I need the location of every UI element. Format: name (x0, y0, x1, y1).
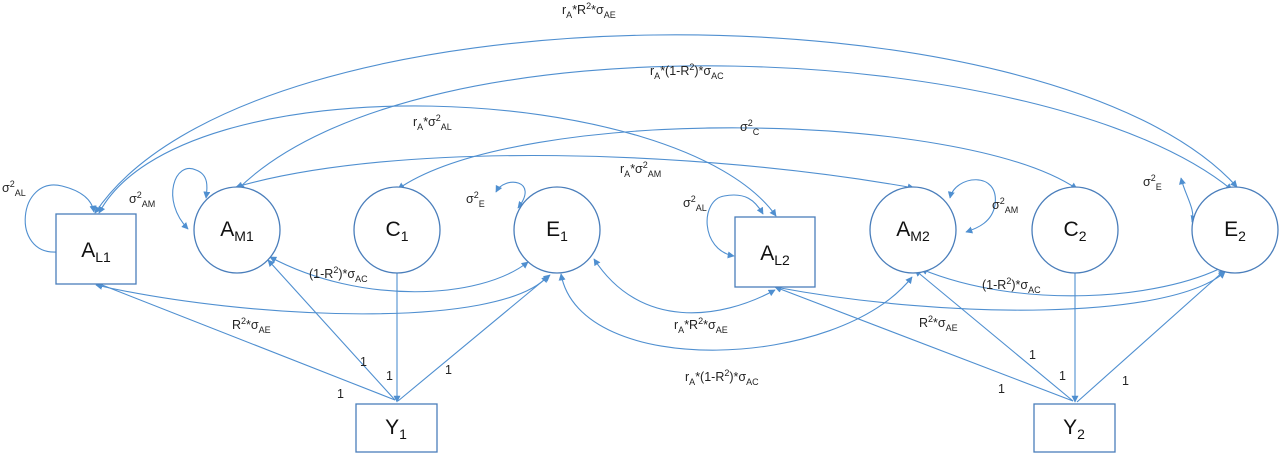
svg-text:Y2: Y2 (1063, 416, 1085, 442)
svg-text:AL1: AL1 (81, 239, 111, 265)
label-ra-1mr2-sac-top: rA*(1-R2)*σAC (650, 62, 724, 81)
svg-text:AM2: AM2 (896, 218, 930, 244)
node-y2: Y2 (1033, 403, 1116, 453)
label-ra-r2-sae-top: rA*R2*σAE (562, 1, 616, 20)
label-1mr2-sac-2: (1-R2)*σAC (982, 276, 1041, 295)
label-s2al-left: σ2AL (2, 179, 26, 198)
node-am1: AM1 (193, 186, 281, 274)
nodes: AL1 AM1 C1 E1 AL2 AM2 C2 E2 (55, 186, 1279, 453)
label-one-y1-c1: 1 (386, 369, 393, 383)
svg-text:E1: E1 (546, 218, 568, 244)
edge-al2-e2 (774, 271, 1226, 311)
label-1mr2-sac-1: (1-R2)*σAC (309, 265, 368, 284)
label-one-y2-e2: 1 (1122, 374, 1129, 388)
label-s2al-mid: σ2AL (683, 194, 707, 213)
node-y1: Y1 (355, 403, 438, 453)
label-one-y2-c2: 1 (1059, 369, 1066, 383)
edge-al1-al2 (98, 105, 777, 217)
node-am2: AM2 (869, 186, 957, 274)
label-ra-r2-sae-mid: rA*R2*σAE (674, 316, 728, 335)
node-e1: E1 (513, 186, 601, 274)
edge-y2-al2 (774, 285, 1074, 402)
edge-y1-am1 (267, 259, 396, 401)
svg-text:AL2: AL2 (760, 242, 790, 268)
svg-text:C2: C2 (1064, 218, 1087, 244)
label-one-y1-e1: 1 (445, 363, 452, 377)
edge-y1-al1 (96, 282, 396, 401)
svg-text:E2: E2 (1224, 218, 1246, 244)
edge-al1-e1 (95, 275, 549, 315)
label-ra-1mr2-sac-low: rA*(1-R2)*σAC (685, 368, 759, 387)
loop-am2 (947, 179, 996, 234)
edge-am1-e1-low (269, 256, 529, 293)
label-ra-s2am: rA*σ2AM (620, 160, 661, 179)
edge-am1-am2 (235, 154, 915, 191)
label-s2am-left: σ2AM (129, 190, 155, 209)
loop-am1 (172, 167, 211, 230)
edge-c1-c2 (397, 127, 1078, 190)
label-one-y2-am2: 1 (1029, 348, 1036, 362)
loop-e1 (495, 181, 526, 209)
label-ra-s2al: rA*σ2AL (413, 113, 452, 132)
label-s2e-1: σ2E (466, 190, 485, 209)
edge-labels: rA*R2*σAE rA*(1-R2)*σAC rA*σ2AL σ2C rA*σ… (2, 1, 1162, 401)
edge-y1-e1 (397, 274, 551, 402)
label-r2-sae-1: R2*σAE (232, 316, 271, 335)
node-al1: AL1 (55, 213, 137, 285)
label-r2-sae-2: R2*σAE (919, 314, 958, 333)
edges (24, 34, 1238, 403)
edge-e1-am2 (558, 273, 913, 351)
node-c2: C2 (1031, 186, 1119, 274)
loop-al2 (706, 194, 764, 259)
label-one-y1-al1: 1 (337, 387, 344, 401)
svg-text:AM1: AM1 (220, 218, 254, 244)
edge-y2-e2 (1076, 269, 1226, 403)
label-s2e-2: σ2E (1143, 173, 1162, 192)
node-al2: AL2 (734, 216, 816, 288)
edge-al1-e2-top (94, 34, 1238, 214)
svg-text:Y1: Y1 (385, 416, 407, 442)
loop-al1 (24, 184, 97, 253)
node-e2: E2 (1191, 186, 1279, 274)
label-s2c: σ2C (740, 118, 760, 137)
edge-am1-e2 (237, 65, 1233, 191)
label-one-y1-am1: 1 (360, 355, 367, 369)
svg-text:C1: C1 (386, 218, 409, 244)
node-c1: C1 (353, 186, 441, 274)
label-one-y2-al2: 1 (998, 382, 1005, 396)
loop-e2 (1179, 177, 1198, 223)
edge-y2-am2 (914, 269, 1074, 402)
label-s2am-right: σ2AM (992, 196, 1018, 215)
